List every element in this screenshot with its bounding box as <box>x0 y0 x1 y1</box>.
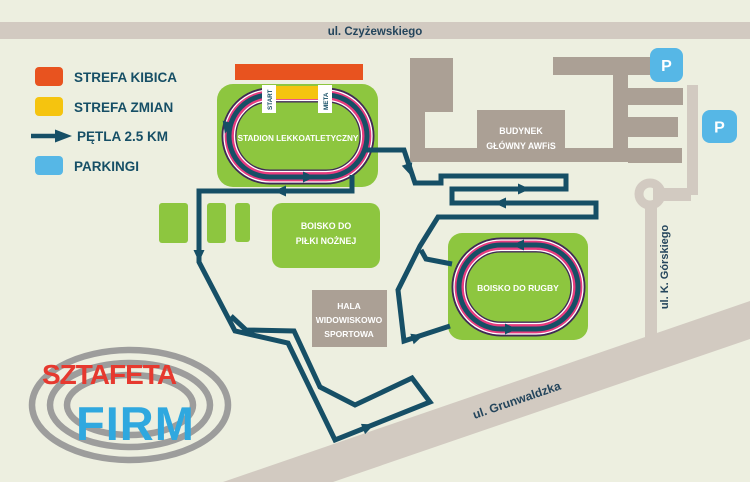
arrow-stadium-bottom <box>303 171 315 183</box>
route-path <box>196 147 599 444</box>
building-hala <box>312 290 387 347</box>
building-awfis-tooth3 <box>628 148 682 163</box>
route-arrows <box>193 120 530 435</box>
parking-icon-2-label: P <box>714 120 725 137</box>
logo-ring-outer <box>28 346 232 464</box>
road-grunwaldzka <box>223 301 750 482</box>
rugby-lane-inner <box>463 249 574 325</box>
start-box <box>262 85 276 113</box>
route-west-loop <box>196 175 434 444</box>
logo-track-rings-icon <box>28 346 232 464</box>
road-gorskiego <box>634 85 698 352</box>
stadium: START META STADION LEKKOATLETYCZNY <box>217 84 378 187</box>
field-football-label-1: BOISKO DO <box>301 221 351 231</box>
fan-zone-bar <box>235 64 363 80</box>
legend-swatch-strefa-kibica <box>35 67 63 86</box>
legend-swatch-strefa-zmian <box>35 97 63 116</box>
legend-label-parkingi: PARKINGI <box>74 159 139 174</box>
field-football <box>272 203 380 268</box>
field-football-label-2: PIŁKI NOŻNEJ <box>296 236 357 246</box>
rugby-field: BOISKO DO RUGBY <box>448 233 588 340</box>
logo-text-sztafeta: SZTAFETA <box>42 359 177 390</box>
arrow-stadium-left <box>222 120 234 134</box>
stadium-label: STADION LEKKOATLETYCZNY <box>238 134 359 143</box>
parking-icon-1 <box>650 48 683 82</box>
building-awfis-label-1: BUDYNEK <box>499 126 543 136</box>
logo-text-firm: FIRM <box>76 397 195 450</box>
court-2 <box>207 203 226 243</box>
building-awfis-tooth1 <box>628 88 683 105</box>
arrow-serpentine-west <box>494 197 506 209</box>
court-3 <box>235 203 250 242</box>
hala-label-3: SPORTOWA <box>324 329 373 339</box>
hala-label-2: WIDOWISKOWO <box>316 315 383 325</box>
building-awfis-tooth2 <box>628 117 678 137</box>
arrow-stadium-exit <box>401 162 413 176</box>
court-1 <box>159 203 188 243</box>
road-gorskiego-lower <box>645 202 657 352</box>
arrow-west-line <box>274 185 286 197</box>
street-label-gorskiego: ul. K. Górskiego <box>659 225 671 310</box>
legend-swatch-parkingi <box>35 156 63 175</box>
start-label: START <box>267 89 274 110</box>
rugby-green <box>448 233 588 340</box>
logo-ring-inner <box>63 371 197 439</box>
change-zone-bar <box>267 86 321 99</box>
logo: SZTAFETA FIRM <box>28 346 232 464</box>
arrow-serpentine-east <box>518 183 530 195</box>
meta-label: META <box>323 92 330 110</box>
street-label-czyzewskiego: ul. Czyżewskiego <box>328 26 423 38</box>
legend-label-strefa-kibica: STREFA KIBICA <box>74 70 177 85</box>
legend-route-arrow-icon <box>55 129 72 143</box>
parking-icon-2 <box>702 110 737 143</box>
arrow-rugby-entry <box>410 333 424 345</box>
rugby-lane-outer <box>453 239 584 335</box>
logo-ring-middle <box>46 359 214 451</box>
building-awfis-center <box>477 110 565 162</box>
building-awfis-top-bar <box>553 57 653 75</box>
meta-box <box>318 85 332 113</box>
building-awfis-left-block <box>410 58 453 112</box>
stadium-green <box>217 84 378 187</box>
road-gorskiego-upper <box>687 85 698 195</box>
legend: STREFA KIBICA STREFA ZMIAN PĘTLA 2.5 KM … <box>31 67 177 175</box>
building-awfis <box>410 57 683 163</box>
parking-icon-1-label: P <box>661 58 672 75</box>
building-awfis-label-2: GŁÓWNY AWFiS <box>486 140 556 151</box>
legend-label-petla: PĘTLA 2.5 KM <box>77 129 168 144</box>
route-rugby-hook <box>418 248 453 267</box>
parking-icons: P P <box>650 48 737 143</box>
road-czyzewskiego <box>0 22 750 39</box>
route-serpentine <box>365 147 599 345</box>
arrow-road-line <box>360 423 375 435</box>
hala-label-1: HALA <box>337 301 361 311</box>
arrow-down-vertical <box>193 250 205 262</box>
legend-label-strefa-zmian: STREFA ZMIAN <box>74 100 173 115</box>
arrow-rugby-bottom <box>505 323 517 335</box>
building-awfis-right-col <box>613 57 628 162</box>
rugby-label: BOISKO DO RUGBY <box>477 283 559 293</box>
arrow-rugby-top <box>512 239 524 251</box>
stadium-lane-inner <box>233 99 363 173</box>
